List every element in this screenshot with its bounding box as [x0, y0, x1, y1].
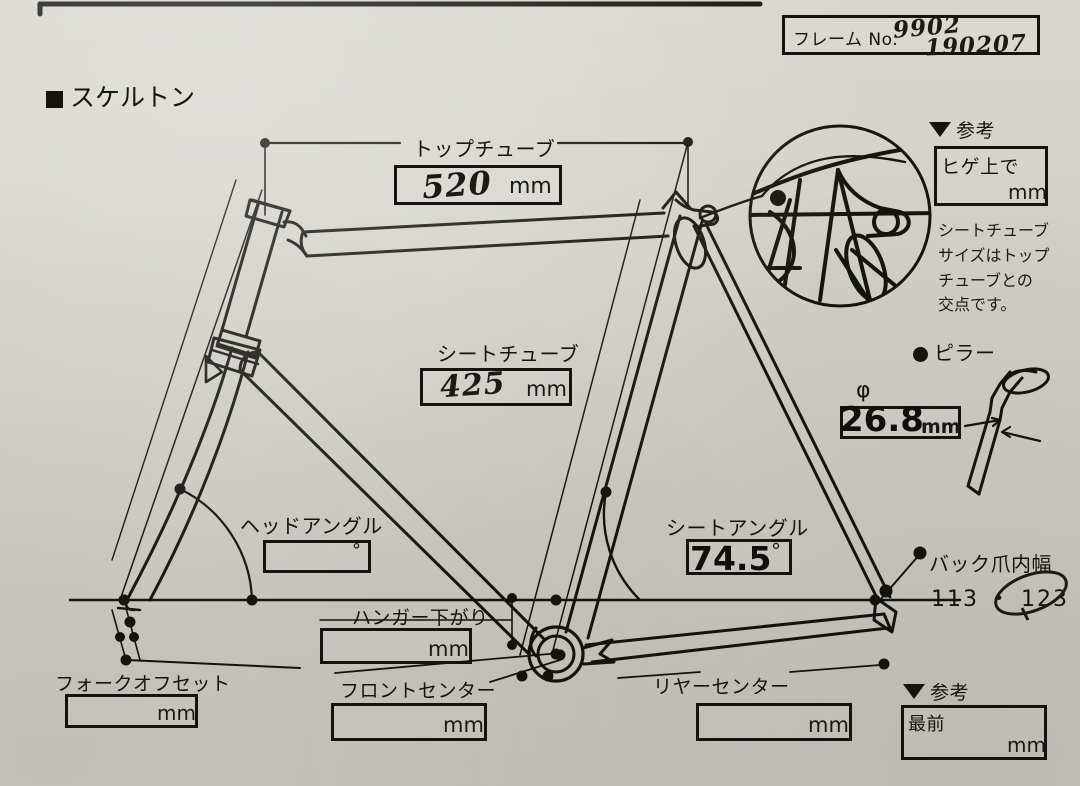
front-center-label: フロントセンター: [340, 680, 497, 702]
fork-offset-box: [65, 694, 198, 728]
head-angle-unit: °: [352, 540, 361, 561]
pillar-label: ピラー: [934, 341, 996, 365]
head-angle-box: [263, 540, 371, 573]
back-dropout-label: バック爪内幅: [929, 552, 1052, 576]
reference-bottom-box-label: 最前: [908, 714, 945, 735]
seat-tube-label: シートチューブ: [437, 342, 580, 366]
reference-bottom-label: 参考: [930, 682, 970, 704]
rear-center-unit: mm: [808, 713, 849, 737]
head-angle-label: ヘッドアングル: [240, 514, 383, 538]
hanger-drop-label: ハンガー下がり: [352, 607, 489, 629]
frame-number-label: フレーム No.: [793, 30, 899, 50]
seat-angle-unit: °: [771, 539, 781, 563]
triangle-down-icon: [929, 122, 951, 137]
reference-bottom-box: [901, 705, 1047, 760]
pillar-unit: mm: [921, 416, 961, 438]
reference-bottom-header: 参考: [903, 678, 969, 705]
front-center-unit: mm: [443, 713, 484, 737]
rear-center-label: リヤーセンター: [653, 676, 790, 698]
reference-top-unit: mm: [1008, 180, 1047, 204]
fork-offset-unit: mm: [157, 701, 196, 725]
seat-tube-box: [420, 368, 572, 406]
page-title: スケルトン: [46, 78, 195, 114]
top-tube-label: トップチューブ: [413, 137, 556, 161]
hanger-drop-unit: mm: [428, 637, 469, 661]
front-center-box: [331, 703, 487, 741]
pillar-header: ピラー: [913, 337, 996, 366]
reference-top-box: [934, 146, 1048, 206]
rear-center-box: [696, 703, 852, 741]
pillar-diameter-symbol: φ: [856, 378, 872, 403]
reference-top-box-label: ヒゲ上で: [941, 156, 1020, 178]
seat-tube-unit: mm: [526, 377, 567, 401]
seat-angle-label: シートアングル: [666, 516, 809, 540]
seat-angle-value: 74.5: [690, 539, 772, 578]
seat-angle-box: [686, 539, 792, 575]
reference-top-header: 参考: [929, 116, 995, 143]
reference-bottom-unit: mm: [1007, 733, 1046, 757]
pillar-box: [840, 406, 961, 439]
reference-top-note: シートチューブ サイズはトップ チューブとの 交点です。: [938, 221, 1050, 315]
title-marker-square: [46, 91, 63, 108]
bullet-dot-icon: [913, 347, 928, 362]
pillar-value: 26.8: [840, 400, 924, 440]
top-tube-box: [394, 165, 562, 205]
hanger-drop-box: [320, 628, 472, 664]
triangle-down-icon-2: [903, 684, 925, 699]
frame-number-box: [782, 15, 1040, 55]
reference-top-label: 参考: [956, 120, 996, 142]
fork-offset-label: フォークオフセット: [55, 673, 231, 695]
top-tube-unit: mm: [509, 174, 552, 199]
page-title-text: スケルトン: [70, 83, 196, 112]
